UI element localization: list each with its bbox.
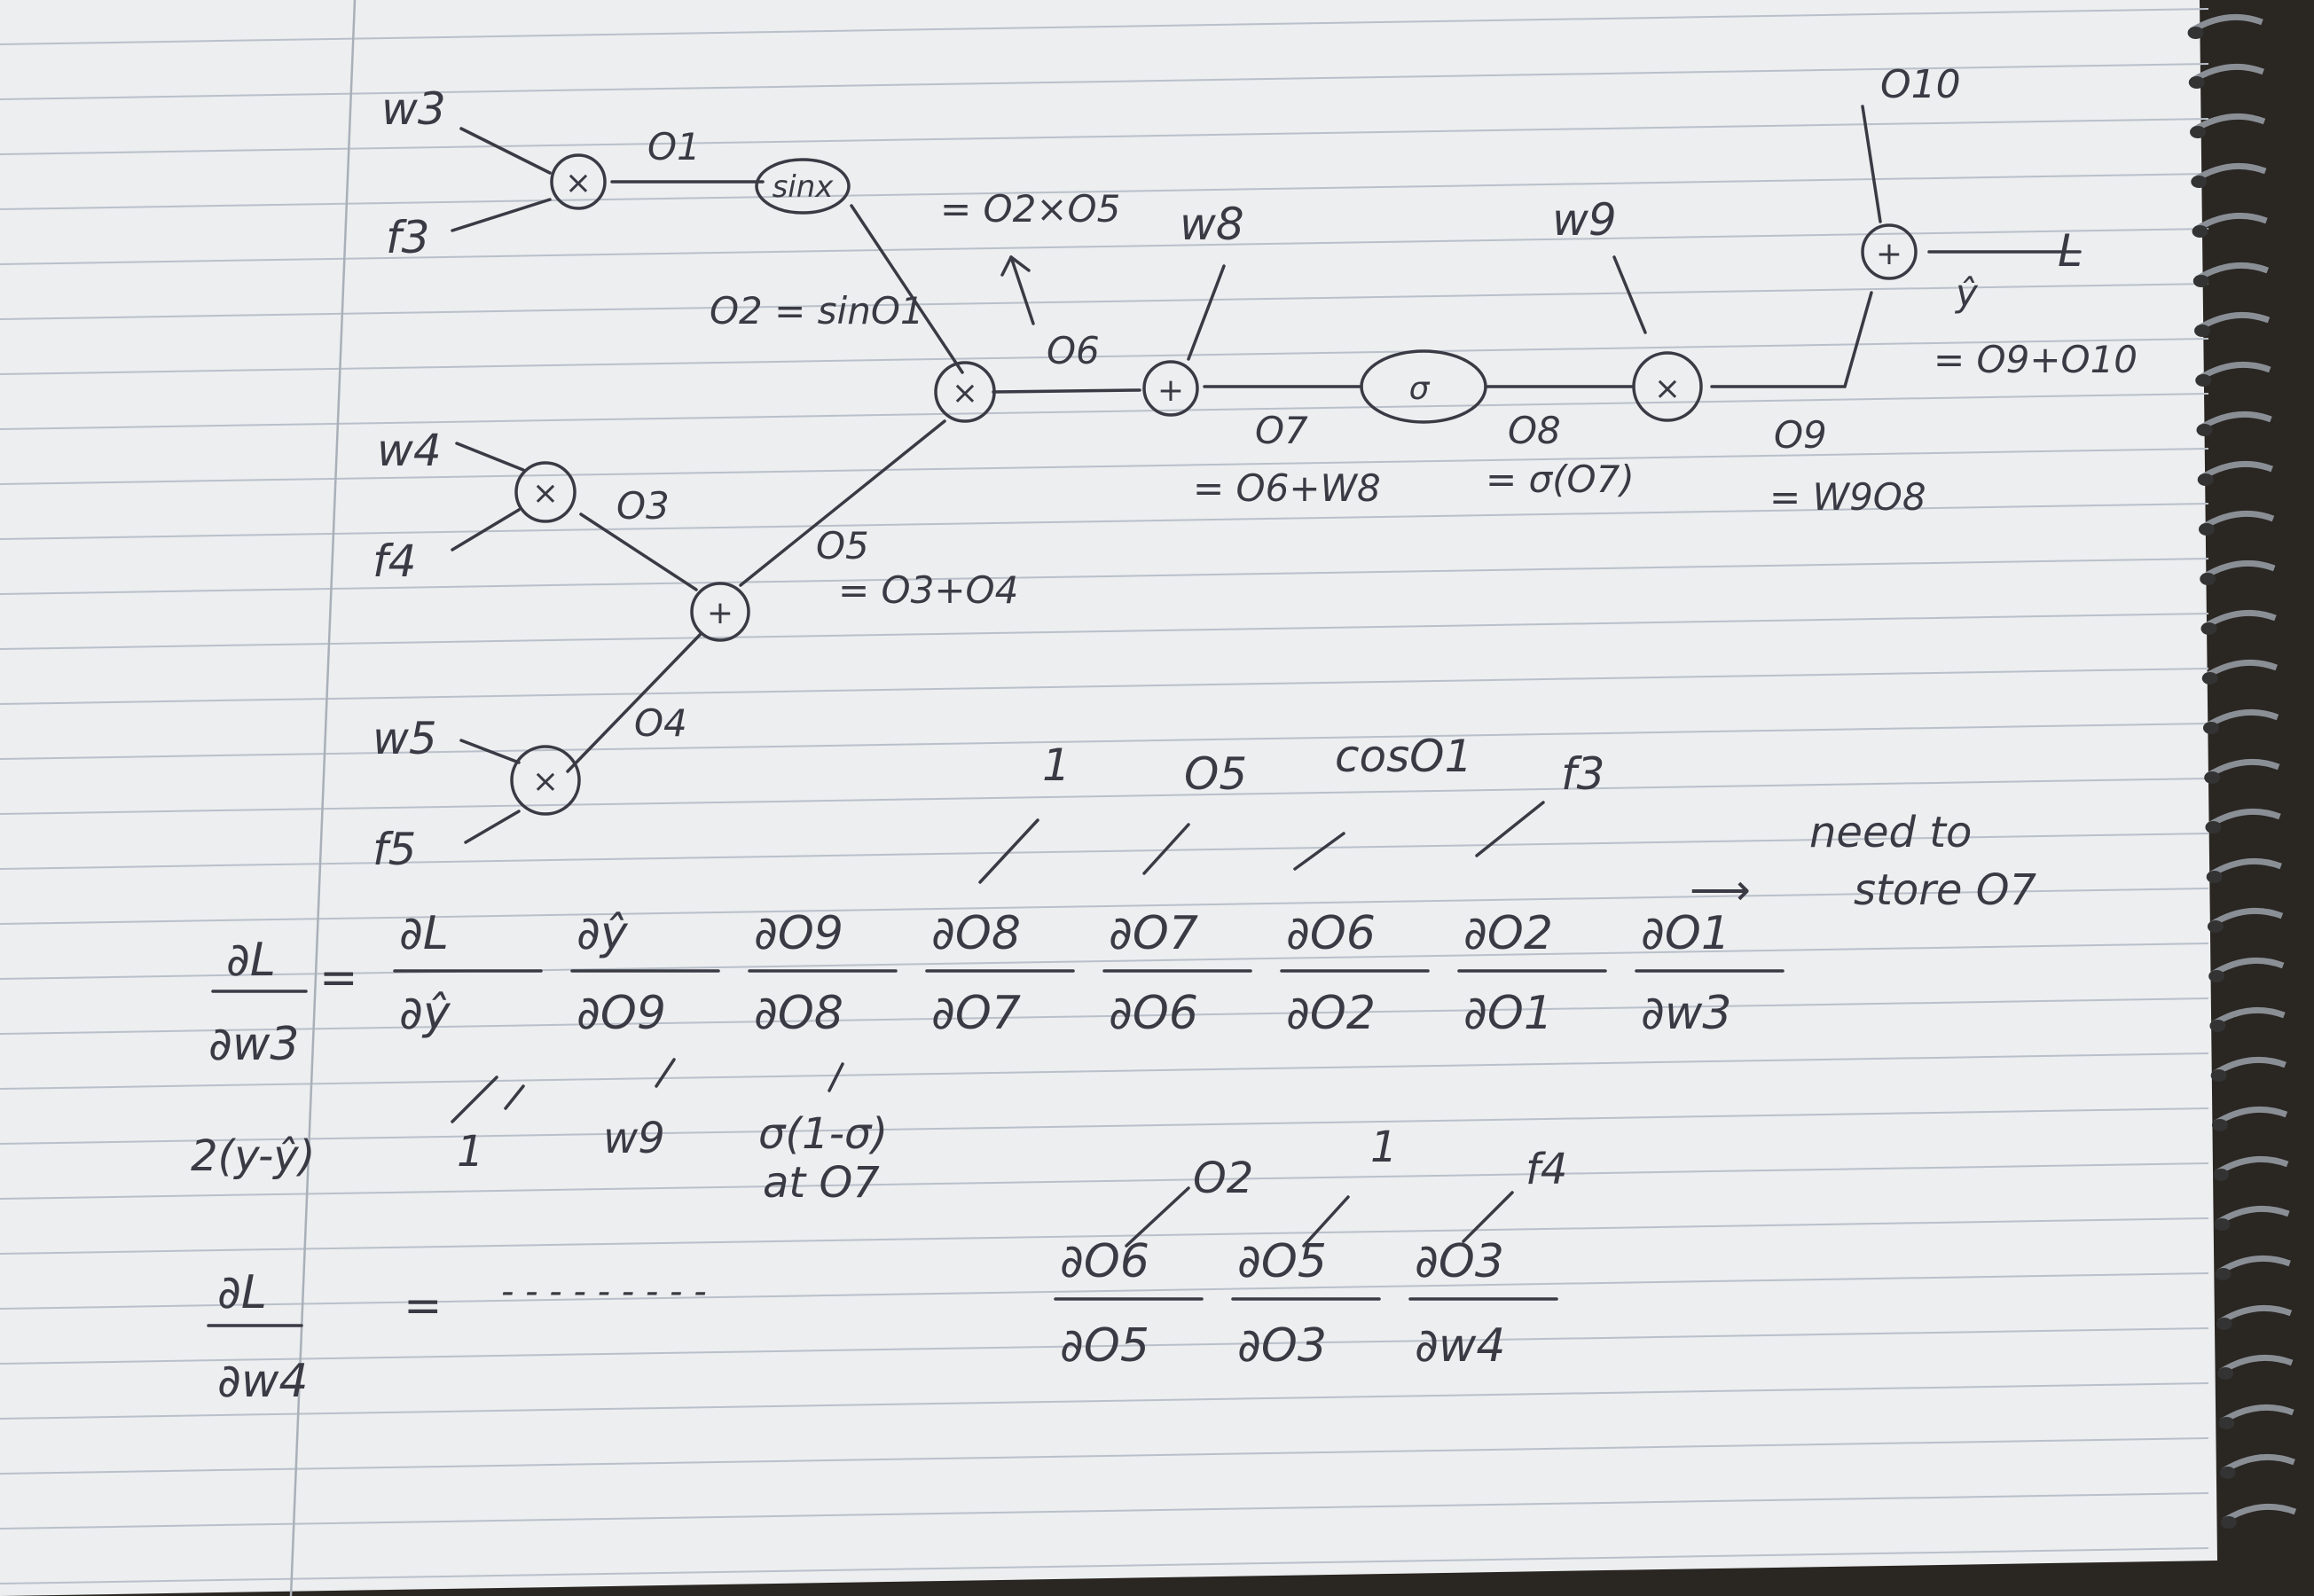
- above-term-5: 1: [1042, 739, 1071, 791]
- w4-term-numerator-1: ∂O6: [1060, 1235, 1149, 1288]
- lhs-numerator: ∂L: [226, 934, 276, 987]
- label-o4: O4: [634, 701, 687, 745]
- w4-term-denominator-2: ∂O3: [1237, 1319, 1327, 1373]
- note-line-1: need to: [1809, 808, 1972, 857]
- label-o3: O3: [616, 484, 670, 528]
- input-w5: w5: [373, 713, 437, 764]
- plus-node-3: +: [707, 595, 733, 631]
- below-term-3: w9: [603, 1114, 665, 1163]
- w3-term-denominator-3: ∂O8: [754, 987, 843, 1040]
- label-o5-eq: = O3+O4: [838, 568, 1018, 612]
- label-yhat: ŷ: [1954, 271, 1979, 315]
- below-term-1: 2(y-ŷ): [191, 1131, 315, 1181]
- label-o6: O6: [1047, 329, 1100, 372]
- w4-term-numerator-2: ∂O5: [1237, 1235, 1327, 1288]
- mul-node-3: ×: [1654, 371, 1681, 407]
- input-f5: f5: [373, 824, 416, 875]
- label-o6-eq: = O2×O5: [940, 187, 1120, 231]
- label-o7: O7: [1255, 409, 1308, 452]
- lhs-denominator: ∂w3: [208, 1018, 300, 1071]
- chain-rule-w3: ∂L ∂w3 = ∂L ∂ŷ ∂ŷ ∂O9 ∂O9 ∂O8 ∂O8 ∂O7 ∂O7 ∂O6 ∂O6 ∂…: [191, 731, 2037, 1208]
- chain-rule-w4: ∂L ∂w4 = - - - - - - - - - O2 1 f4 ∂O6 ∂O…: [207, 1123, 1567, 1408]
- w3-term-denominator-4: ∂O7: [931, 987, 1021, 1040]
- input-w9: w9: [1552, 194, 1617, 246]
- above-term-7: cosO1: [1335, 731, 1472, 782]
- label-o7-eq: = O6+W8: [1193, 466, 1381, 510]
- sinx-node: sinx: [773, 169, 835, 205]
- input-f4: f4: [373, 536, 416, 587]
- w3-term-numerator-2: ∂ŷ: [577, 907, 629, 960]
- ruled-lines: [0, 8, 2209, 1584]
- equals-sign-2: =: [404, 1279, 443, 1333]
- w3-term-denominator-1: ∂ŷ: [399, 987, 451, 1040]
- mul-node-1: ×: [565, 165, 592, 201]
- w3-term-denominator-7: ∂O1: [1463, 987, 1553, 1040]
- w3-term-numerator-4: ∂O8: [931, 907, 1021, 960]
- label-o8: O8: [1508, 409, 1561, 452]
- computation-graph: × sinx × + σ × + × + × w3 f3 w4 f4 w5 f5…: [373, 62, 2138, 875]
- w4-term-denominator-1: ∂O5: [1060, 1319, 1149, 1373]
- lhs-numerator-2: ∂L: [217, 1266, 267, 1319]
- below-term-4: σ(1-σ): [758, 1109, 888, 1159]
- label-o1: O1: [647, 125, 701, 168]
- label-o2: O2 = sinO1: [710, 289, 924, 332]
- above-term-8: f3: [1561, 748, 1604, 800]
- w4-term-denominator-3: ∂w4: [1415, 1319, 1506, 1373]
- output-L: L: [2058, 225, 2083, 277]
- input-w8: w8: [1180, 199, 1244, 250]
- note-arrow: ⟶: [1690, 865, 1751, 915]
- input-f3: f3: [386, 212, 429, 263]
- input-w4: w4: [377, 425, 442, 476]
- w3-term-numerator-3: ∂O9: [754, 907, 843, 960]
- spiral-binding: [2187, 13, 2297, 1529]
- mul-node-4: ×: [532, 475, 559, 512]
- plus-node-1: +: [1157, 372, 1184, 409]
- above-term-6: O5: [1184, 748, 1247, 800]
- w3-term-denominator-2: ∂O9: [577, 987, 666, 1040]
- margin-line: [289, 0, 357, 1596]
- above-term-w4-3: f4: [1526, 1145, 1567, 1194]
- equals-sign: =: [319, 951, 358, 1005]
- label-o8-eq: = σ(O7): [1486, 458, 1635, 501]
- lhs-denominator-2: ∂w4: [217, 1355, 309, 1408]
- label-o9-eq: = W9O8: [1769, 475, 1926, 519]
- input-w3: w3: [381, 83, 446, 135]
- below-term-2: 1: [457, 1127, 484, 1177]
- w3-term-denominator-6: ∂O2: [1286, 987, 1376, 1040]
- note-line-2: store O7: [1854, 865, 2037, 915]
- w3-term-numerator-6: ∂O6: [1286, 907, 1376, 960]
- label-o9: O9: [1774, 413, 1827, 457]
- w3-term-denominator-8: ∂w3: [1641, 987, 1732, 1040]
- input-o10: O10: [1880, 62, 1961, 107]
- below-term-4-note: at O7: [763, 1158, 880, 1208]
- w3-term-numerator-7: ∂O2: [1463, 907, 1553, 960]
- label-o5: O5: [816, 524, 869, 567]
- above-term-w4-2: 1: [1370, 1123, 1398, 1172]
- w3-term-numerator-1: ∂L: [399, 907, 449, 960]
- mul-node-2: ×: [952, 375, 978, 411]
- mul-node-5: ×: [532, 763, 559, 800]
- sigma-node: σ: [1409, 371, 1431, 407]
- plus-node-2: +: [1876, 236, 1902, 272]
- ellipsis-dots: - - - - - - - - -: [501, 1271, 707, 1312]
- above-term-w4-1: O2: [1193, 1154, 1253, 1203]
- label-yhat-eq: = O9+O10: [1934, 338, 2138, 381]
- w3-term-numerator-5: ∂O7: [1109, 907, 1198, 960]
- w3-term-denominator-5: ∂O6: [1109, 987, 1198, 1040]
- w4-term-numerator-3: ∂O3: [1415, 1235, 1504, 1288]
- w3-term-numerator-8: ∂O1: [1641, 907, 1730, 960]
